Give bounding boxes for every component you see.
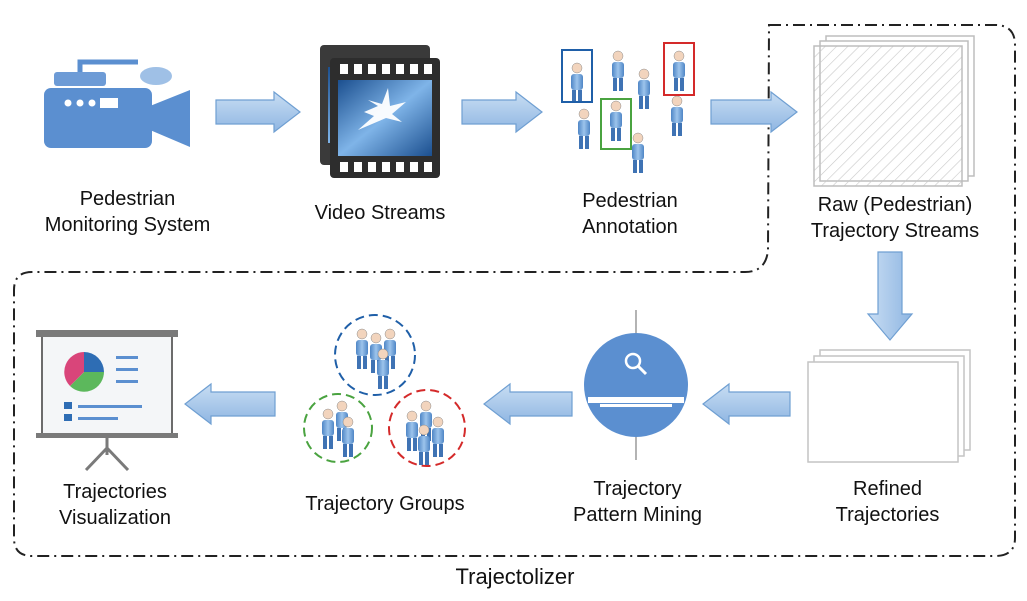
refined-trajectory-stack-icon: [807, 349, 971, 463]
visualization-label-line1: Trajectories: [63, 481, 167, 503]
system-boundary-top: [13, 24, 1016, 557]
refined-label-line2: Trajectories: [835, 504, 940, 526]
system-title: Trajectolizer: [455, 564, 575, 589]
raw-trajectory-stack-icon: [813, 35, 975, 187]
arrow-refined-to-mining: [702, 382, 791, 426]
groups-label: Trajectory Groups: [280, 491, 490, 517]
monitoring-label-line2: Monitoring System: [44, 214, 211, 236]
monitoring-label-line1: Pedestrian: [79, 188, 176, 210]
presentation-board-icon: [36, 330, 178, 472]
monitoring-label: Pedestrian Monitoring System: [20, 186, 235, 238]
video-camera-icon: [44, 59, 190, 148]
arrow-annotation-to-raw: [710, 90, 798, 134]
annotation-label: Pedestrian Annotation: [545, 188, 715, 240]
pattern-mining-icon: [584, 310, 688, 460]
refined-label: Refined Trajectories: [800, 476, 975, 528]
visualization-label: Trajectories Visualization: [25, 479, 205, 531]
mining-label-line1: Trajectory: [593, 478, 682, 500]
annotation-label-line1: Pedestrian: [582, 190, 678, 212]
mining-label-line2: Pattern Mining: [573, 504, 702, 526]
visualization-label-line2: Visualization: [59, 507, 171, 529]
pedestrian-annotation-icon: [561, 42, 695, 174]
trajectory-groups-icon: [303, 314, 466, 467]
video-label: Video Streams: [290, 200, 470, 226]
annotation-label-line2: Annotation: [582, 216, 678, 238]
raw-label: Raw (Pedestrian) Trajectory Streams: [795, 192, 995, 244]
refined-label-line1: Refined: [853, 478, 922, 500]
arrow-video-to-annotation: [461, 90, 543, 134]
groups-label-text: Trajectory Groups: [305, 493, 465, 515]
film-strip-icon: [320, 45, 440, 178]
arrow-groups-to-visualization: [184, 382, 276, 426]
arrow-raw-to-refined: [866, 251, 914, 341]
raw-label-line1: Raw (Pedestrian): [817, 194, 973, 216]
raw-label-line2: Trajectory Streams: [810, 220, 980, 242]
arrow-mining-to-groups: [483, 382, 573, 426]
arrow-camera-to-video: [215, 90, 301, 134]
mining-label: Trajectory Pattern Mining: [550, 476, 725, 528]
video-label-text: Video Streams: [314, 202, 446, 224]
